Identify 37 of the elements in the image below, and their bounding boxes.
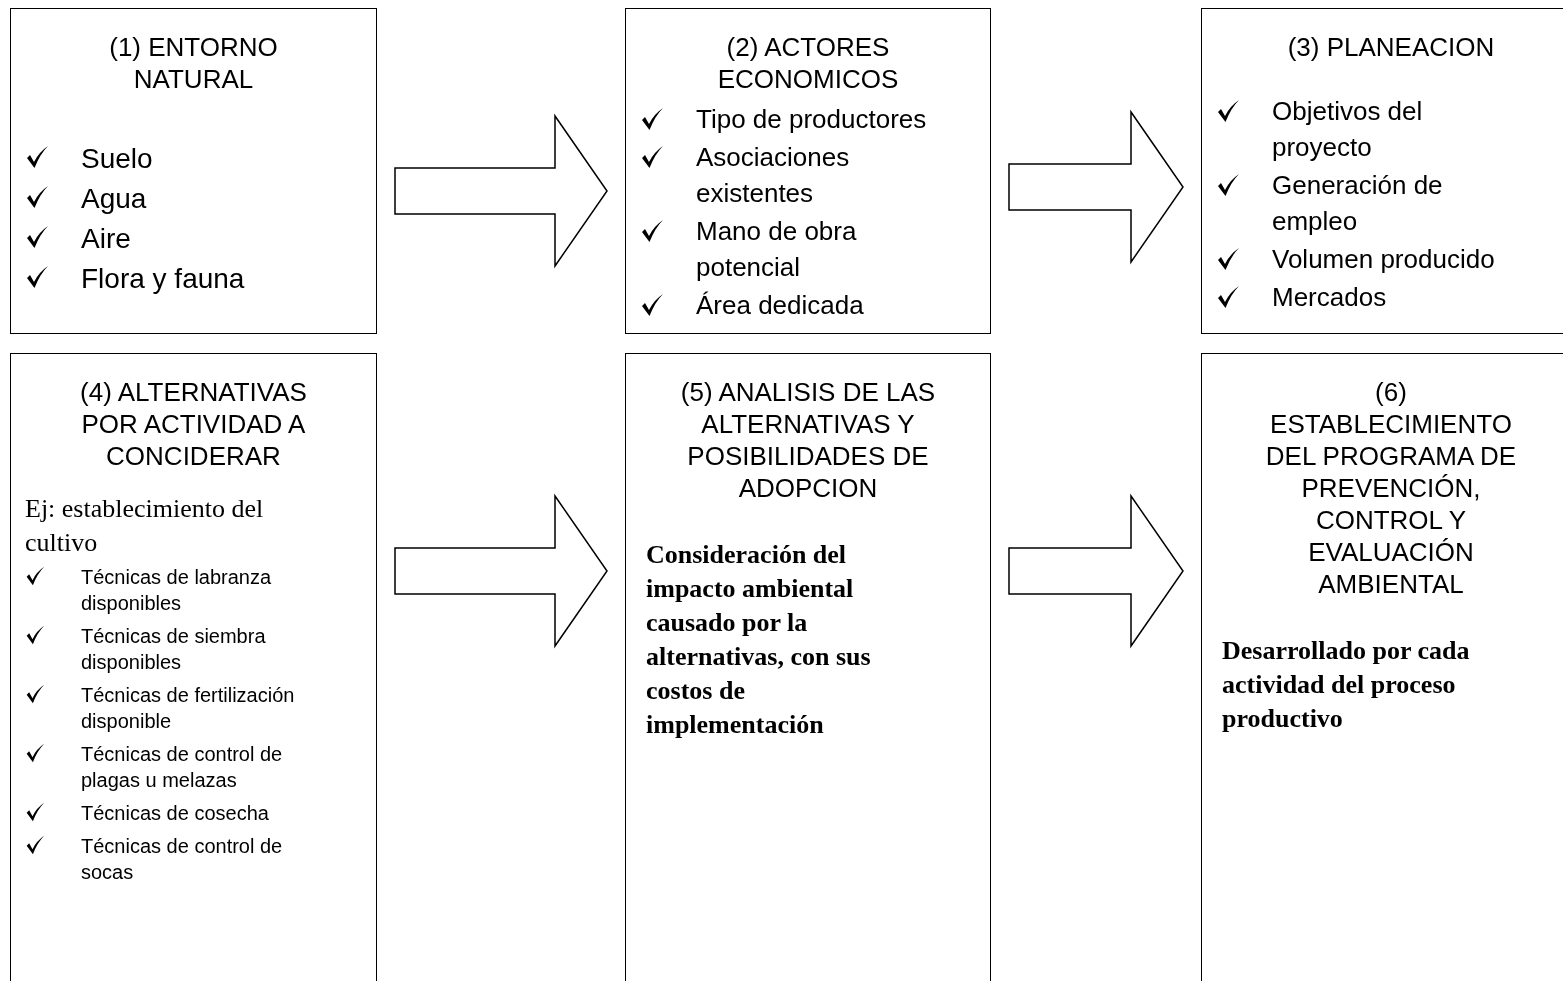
list-item-text: Generación de empleo <box>1272 169 1444 238</box>
process-box <box>1201 353 1563 981</box>
block-arrow <box>1008 109 1184 265</box>
body-text: Desarrollado por cada actividad del proceso productivo <box>1221 635 1471 735</box>
process-box <box>10 353 377 981</box>
list-item-text: Aire <box>81 222 131 256</box>
list-item-text: Técnicas de control de socas <box>81 834 284 885</box>
list-item-text: Área dedicada <box>696 289 864 322</box>
list-item-text: Técnicas de cosecha <box>81 801 269 826</box>
list-item-text: Suelo <box>81 142 153 176</box>
list-item-text: Mercados <box>1272 281 1387 314</box>
example-text: Ej: establecimiento del cultivo <box>24 493 265 559</box>
box-heading: (6) ESTABLECIMIENTO DEL PROGRAMA DE PREVENCIÓN, CONTROL Y EVALUACIÓN AMBIENTAL <box>1264 376 1518 600</box>
process-box <box>10 8 377 334</box>
list-item-text: Volumen producido <box>1272 243 1495 276</box>
box-heading: (3) PLANEACION <box>1286 31 1496 63</box>
list-item-text: Técnicas de siembra disponibles <box>81 624 267 675</box>
list-item-text: Técnicas de fertilización disponible <box>81 683 296 734</box>
box-heading: (1) ENTORNO NATURAL <box>108 31 279 95</box>
process-box <box>625 353 991 981</box>
process-box <box>625 8 991 334</box>
list-item-text: Tipo de productores <box>696 103 927 136</box>
process-box <box>1201 8 1563 334</box>
block-arrow <box>394 113 608 269</box>
box-heading: (5) ANALISIS DE LAS ALTERNATIVAS Y POSIBILIDADES DE ADOPCION <box>679 376 937 504</box>
block-arrow <box>394 493 608 649</box>
list-item-text: Flora y fauna <box>81 262 245 296</box>
list-item-text: Técnicas de labranza disponibles <box>81 565 273 616</box>
list-item-text: Agua <box>81 182 147 216</box>
list-item-text: Asociaciones existentes <box>696 141 851 210</box>
list-item-text: Objetivos del proyecto <box>1272 95 1424 164</box>
block-arrow <box>1008 493 1184 649</box>
box-heading: (4) ALTERNATIVAS POR ACTIVIDAD A CONCIDERAR <box>79 376 308 472</box>
list-item-text: Mano de obra potencial <box>696 215 858 284</box>
body-text: Consideración del impacto ambiental causado por la alternativas, con sus costos de implementación <box>645 539 872 741</box>
box-heading: (2) ACTORES ECONOMICOS <box>716 31 900 95</box>
list-item-text: Técnicas de control de plagas u melazas <box>81 742 284 793</box>
